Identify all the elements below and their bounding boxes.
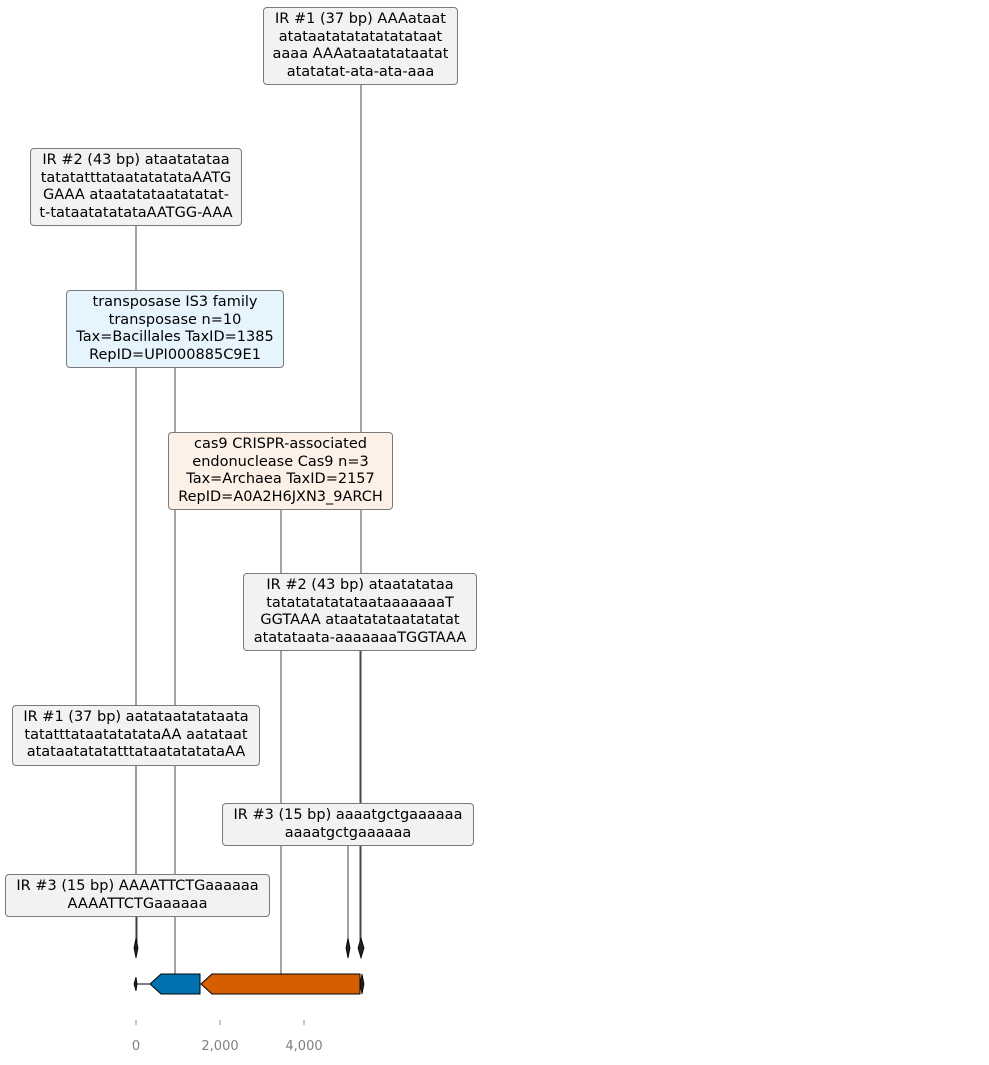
sequence-end-marker xyxy=(359,973,365,995)
label-transposase: transposase IS3 family transposase n=10 … xyxy=(66,290,284,368)
label-line: atatataata-aaaaaaaTGGTAAA xyxy=(253,629,467,646)
label-line: AAAATTCTGaaaaaa xyxy=(67,895,208,912)
label-line: IR #3 (15 bp) AAAATTCTGaaaaaa xyxy=(16,878,259,894)
ir-site-marker-right-a xyxy=(345,937,351,959)
label-line: IR #1 (37 bp) aatataatatataata xyxy=(23,709,249,725)
label-line: IR #2 (43 bp) ataatatataa xyxy=(266,577,454,593)
sequence-start-marker xyxy=(133,976,138,992)
label-line: GAAA ataatatataatatatat- xyxy=(43,187,229,203)
label-line: endonuclease Cas9 n=3 xyxy=(192,453,369,470)
label-ir2-upper: IR #2 (43 bp) ataatatataa tatatatttataat… xyxy=(30,148,242,226)
label-line: IR #3 (15 bp) aaaatgctgaaaaaa xyxy=(233,807,463,823)
label-line: atataatatatatatatataat xyxy=(278,28,443,45)
label-line: IR #2 (43 bp) ataatatataa xyxy=(42,152,230,168)
label-line: t-tataatatatataAATGG-AAA xyxy=(39,204,233,221)
label-line: tatatttataatatatataAA aatataat xyxy=(24,726,248,743)
label-line: atatatat-ata-ata-aaa xyxy=(286,63,435,80)
label-ir3-right: IR #3 (15 bp) aaaatgctgaaaaaa aaaatgctga… xyxy=(222,803,474,846)
label-line: transposase n=10 xyxy=(108,311,242,328)
label-cas9: cas9 CRISPR-associated endonuclease Cas9… xyxy=(168,432,393,510)
label-line: cas9 CRISPR-associated xyxy=(194,436,367,452)
label-line: tatatatatatataataaaaaaaT xyxy=(266,594,454,611)
label-line: Tax=Archaea TaxID=2157 xyxy=(186,471,375,487)
ir-site-marker-right-b xyxy=(357,936,365,960)
label-line: Tax=Bacillales TaxID=1385 xyxy=(76,329,274,345)
label-ir1-top: IR #1 (37 bp) AAAataat atataatatatatatat… xyxy=(263,7,458,85)
label-line: GGTAAA ataatatataatatatat xyxy=(260,612,460,628)
label-line: IR #1 (37 bp) AAAataat xyxy=(275,11,446,27)
ir-site-marker-left xyxy=(133,937,139,959)
label-line: RepID=A0A2H6JXN3_9ARCH xyxy=(178,488,383,505)
label-line: RepID=UPI000885C9E1 xyxy=(89,346,261,363)
label-ir1-lower: IR #1 (37 bp) aatataatatataata tatatttat… xyxy=(12,705,260,766)
transposase-gene-arrow xyxy=(149,973,201,995)
x-tick-label: 0 xyxy=(131,1039,141,1054)
label-line: tatatatttataatatatataAATG xyxy=(40,169,232,186)
x-tick-label: 4,000 xyxy=(285,1039,323,1054)
label-ir2-lower: IR #2 (43 bp) ataatatataa tatatatatatata… xyxy=(243,573,477,651)
label-ir3-left: IR #3 (15 bp) AAAATTCTGaaaaaa AAAATTCTGa… xyxy=(5,874,270,917)
label-line: transposase IS3 family xyxy=(92,294,258,310)
x-tick-label: 2,000 xyxy=(201,1039,239,1054)
cas9-gene-arrow xyxy=(200,973,361,995)
label-line: atataatatatatttataatatatataAA xyxy=(26,744,246,760)
label-line: aaaatgctgaaaaaa xyxy=(284,824,412,841)
label-line: aaaa AAAataatatataatat xyxy=(272,46,449,62)
